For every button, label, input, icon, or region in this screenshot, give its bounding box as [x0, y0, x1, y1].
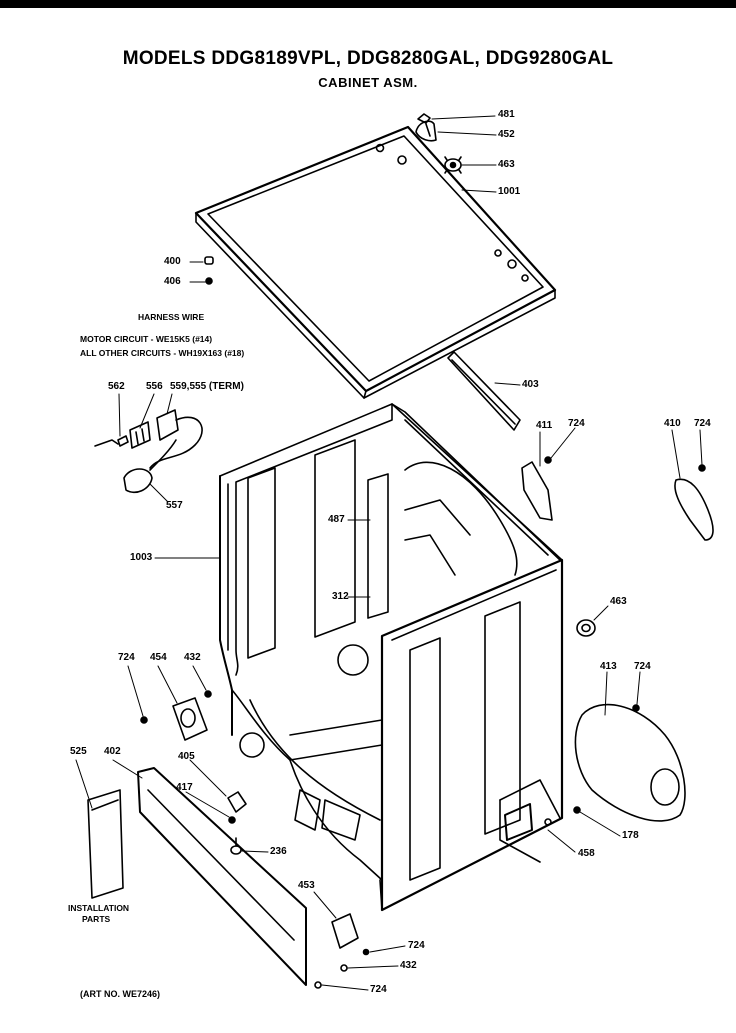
top-border-bar [0, 0, 736, 8]
harness-heading: HARNESS WIRE [138, 312, 205, 322]
callout-556: 556 [146, 381, 163, 392]
callout-1001: 1001 [498, 186, 521, 197]
harness-other-circuits: ALL OTHER CIRCUITS - WH19X163 (#18) [80, 348, 245, 358]
part-178-screw [573, 806, 581, 814]
callout-405: 405 [178, 751, 195, 762]
installation-parts-line1: INSTALLATION [68, 903, 130, 913]
harness-557-cord [123, 439, 177, 494]
callout-562: 562 [108, 381, 125, 392]
callout-1003: 1003 [130, 552, 153, 563]
callout-724-f: 724 [370, 984, 387, 995]
part-236-foot [230, 837, 242, 855]
part-406-screw [205, 277, 213, 285]
callout-463-b: 463 [610, 596, 627, 607]
callout-724-a: 724 [568, 418, 585, 429]
callout-724-e: 724 [408, 940, 425, 951]
callout-236: 236 [270, 846, 287, 857]
diagram-title: MODELS DDG8189VPL, DDG8280GAL, DDG9280GA… [122, 48, 614, 69]
callout-406: 406 [164, 276, 181, 287]
callout-724-c: 724 [118, 652, 135, 663]
part-525-installation-parts [87, 789, 124, 899]
part-432-nut [204, 690, 212, 698]
part-403-strip [447, 351, 521, 431]
part-411-bracket [521, 456, 553, 521]
callout-559-555: 559,555 (TERM) [170, 381, 244, 392]
callout-400: 400 [164, 256, 181, 267]
part-402-toe-kick [137, 767, 307, 986]
part-724-screw [140, 716, 148, 724]
callout-432-b: 432 [400, 960, 417, 971]
callout-178: 178 [622, 830, 639, 841]
callout-432-a: 432 [184, 652, 201, 663]
callout-411: 411 [536, 420, 553, 431]
part-432-nut-b [340, 964, 348, 972]
part-417-leg [228, 816, 236, 824]
callout-410: 410 [664, 418, 681, 429]
part-724-screw-c [314, 981, 322, 989]
art-number: (ART NO. WE7246) [80, 989, 161, 999]
part-400-clip [204, 256, 214, 265]
harness-motor-circuit: MOTOR CIRCUIT - WE15K5 (#14) [80, 334, 213, 344]
callout-525: 525 [70, 746, 87, 757]
part-724-screw-b [362, 948, 370, 956]
callout-453: 453 [298, 880, 315, 891]
part-413-access-cover [574, 703, 686, 822]
callout-487: 487 [328, 514, 345, 525]
cabinet-body [219, 403, 564, 912]
callout-463: 463 [498, 159, 515, 170]
harness-562-terminal [94, 435, 129, 447]
part-405-lever [227, 791, 247, 813]
top-panel [194, 125, 557, 399]
part-452-bracket [415, 120, 437, 142]
callout-458: 458 [578, 848, 595, 859]
part-410-cover [674, 464, 714, 541]
callout-481: 481 [498, 109, 515, 120]
diagram-subtitle: CABINET ASM. [318, 75, 418, 90]
part-453-block [331, 913, 359, 949]
callout-724-d: 724 [634, 661, 651, 672]
part-463-seal [576, 619, 596, 637]
callout-312: 312 [332, 591, 349, 602]
installation-parts-line2: PARTS [82, 914, 111, 924]
harness-556-connector [129, 421, 151, 449]
callout-452: 452 [498, 129, 515, 140]
part-454-switch [172, 697, 208, 741]
callout-403: 403 [522, 379, 539, 390]
harness-559-plug [149, 409, 203, 469]
callout-557: 557 [166, 500, 183, 511]
leader-lines [75, 115, 703, 991]
callout-417: 417 [176, 782, 193, 793]
callout-724-b: 724 [694, 418, 711, 429]
callout-413: 413 [600, 661, 617, 672]
part-463-bumper [444, 156, 462, 174]
callout-402: 402 [104, 746, 121, 757]
callout-454: 454 [150, 652, 167, 663]
